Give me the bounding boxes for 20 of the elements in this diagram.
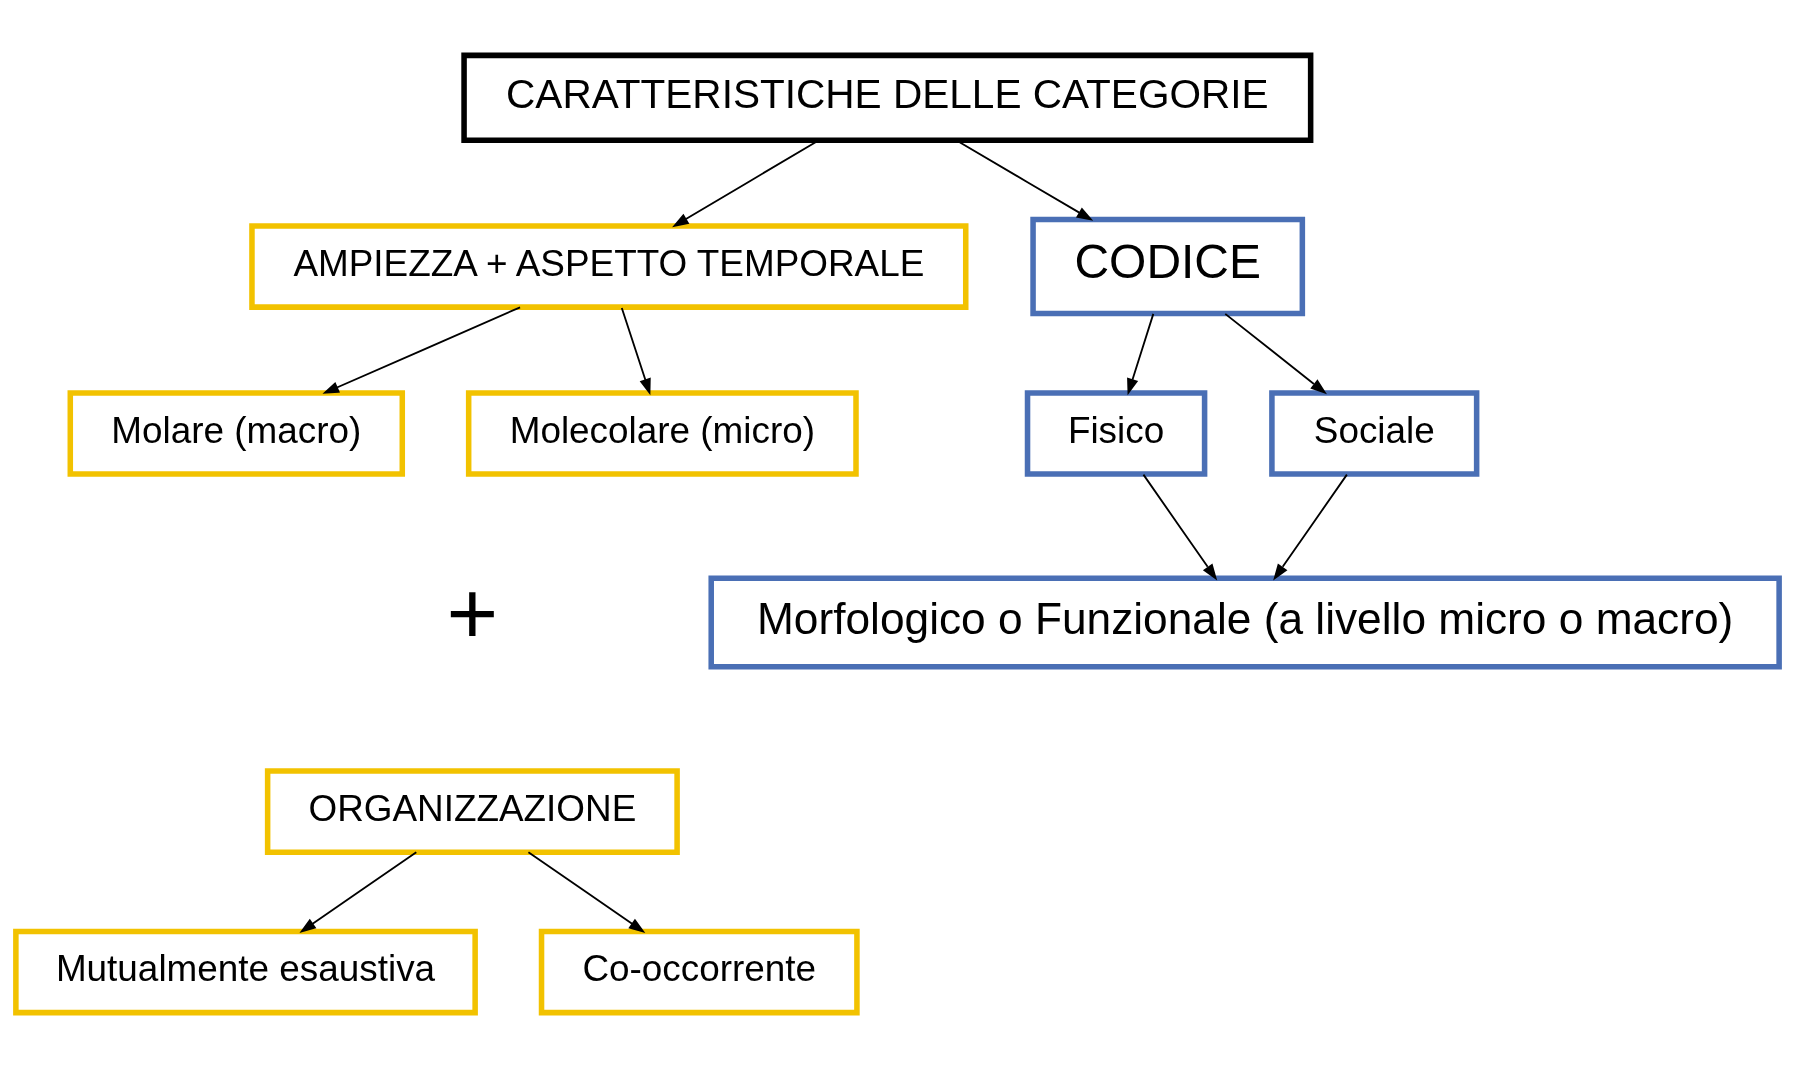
node-box: Molare (macro) <box>67 390 406 477</box>
arrow <box>299 851 418 933</box>
node-box: Co-occorrente <box>538 928 860 1016</box>
node-box: Sociale <box>1269 390 1480 477</box>
node-box: Morfologico o Funzionale (a livello micro o macro) <box>708 575 1782 670</box>
node-box: CODICE <box>1030 216 1306 317</box>
node-box: Molecolare (micro) <box>465 390 859 477</box>
node-box: ORGANIZZAZIONE <box>264 768 680 855</box>
arrow <box>1273 473 1348 581</box>
node-box: CARATTERISTICHE DELLE CATEGORIE <box>461 52 1314 143</box>
arrow <box>620 307 651 396</box>
label: + <box>446 564 499 664</box>
arrow <box>1127 312 1155 396</box>
arrow <box>1224 312 1327 395</box>
arrow <box>527 851 646 933</box>
node-box: Mutualmente esaustiva <box>13 928 478 1016</box>
node-box: Fisico <box>1024 390 1208 477</box>
arrow <box>1142 473 1218 581</box>
arrow <box>322 306 521 394</box>
node-box: AMPIEZZA + ASPETTO TEMPORALE <box>249 223 969 310</box>
